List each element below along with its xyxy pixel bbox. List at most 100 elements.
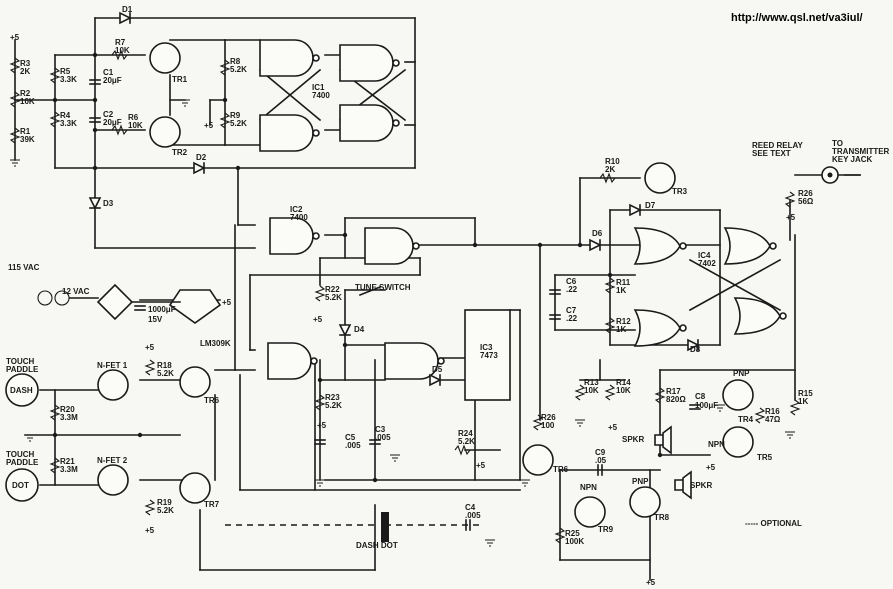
transformer-primary: [37, 290, 53, 306]
component-label: 10K: [128, 121, 143, 130]
power-supply: [37, 283, 222, 324]
c6-capacitor: [549, 289, 561, 295]
component-label: D3: [103, 199, 114, 208]
component-label: 1K: [616, 286, 626, 295]
component-label: R12: [616, 317, 631, 326]
paddles: [5, 373, 39, 502]
component-label: R3: [20, 59, 31, 68]
r2-resistor: [9, 91, 21, 108]
ic4-gate-b: [633, 309, 681, 347]
r7-resistor: [111, 49, 128, 61]
component-label: TUNE SWITCH: [355, 283, 411, 292]
component-label: TR4: [738, 415, 754, 424]
nfet1-transistor: [97, 369, 129, 401]
speakers: [654, 425, 692, 500]
source-url: http://www.qsl.net/va3iul/: [731, 12, 863, 24]
d7-diode: [629, 203, 642, 217]
tr2-transistor: [149, 116, 181, 148]
r9-resistor: [219, 112, 231, 129]
component-label: 20μF: [103, 118, 122, 127]
component-label: 7400: [312, 91, 330, 100]
component-label: IC2: [290, 205, 303, 214]
nfet2-transistor: [97, 464, 129, 496]
component-label: R5: [60, 67, 71, 76]
component-label: 3.3K: [60, 119, 77, 128]
component-label: IC3: [480, 343, 493, 352]
r26-resistor: [532, 414, 544, 431]
component-label: +5: [145, 343, 155, 352]
component-label: TOUCH: [6, 357, 35, 366]
component-label: R4: [60, 111, 71, 120]
ic4-gate-d: [733, 297, 781, 335]
component-label: 2K: [605, 165, 615, 174]
bridge-rectifier: [96, 283, 134, 321]
component-label: 7400: [290, 213, 308, 222]
ic1-gates: [259, 39, 400, 152]
component-label: 10K: [584, 386, 599, 395]
ic1-gate-a: [259, 39, 314, 77]
r26b-resistor: [784, 191, 796, 208]
r5-resistor: [49, 67, 61, 84]
r23-resistor: [314, 394, 326, 411]
component-label: R24: [458, 429, 473, 438]
component-label: 5.2K: [325, 401, 342, 410]
c7-capacitor: [549, 314, 561, 320]
ic2-gate-d: [384, 342, 439, 380]
r3-resistor: [9, 57, 21, 74]
component-label: 5.2K: [458, 437, 475, 446]
r17-resistor: [654, 387, 666, 404]
component-label: 100: [541, 421, 555, 430]
c9-capacitor: [597, 464, 603, 476]
r22-resistor: [314, 285, 326, 302]
r10-resistor: [599, 172, 616, 184]
component-label: TR9: [598, 525, 614, 534]
component-label: .22: [566, 285, 578, 294]
component-label: +5: [786, 213, 796, 222]
component-label: +5: [476, 461, 486, 470]
component-label: PNP: [733, 369, 750, 378]
component-label: DASH DOT: [356, 541, 398, 550]
component-label: PADDLE: [6, 365, 39, 374]
component-label: KEY JACK: [832, 155, 873, 164]
dash-dot-switch: [381, 512, 389, 542]
ic4-gate-c: [723, 227, 771, 265]
component-label: R22: [325, 285, 340, 294]
component-label: .005: [465, 511, 481, 520]
component-label: +5: [646, 578, 656, 587]
component-label: R16: [765, 407, 780, 416]
component-label: 7473: [480, 351, 498, 360]
tr8-transistor: [629, 486, 661, 518]
component-label: .05: [595, 456, 607, 465]
r18-resistor: [144, 359, 156, 376]
component-label: TR7: [204, 500, 220, 509]
r14-resistor: [604, 384, 616, 401]
sidetone-wiring: [539, 174, 861, 581]
r4-resistor: [49, 111, 61, 128]
component-label: +5: [317, 421, 327, 430]
component-label: N-FET 1: [97, 361, 128, 370]
component-label: 12 VAC: [62, 287, 90, 296]
component-label: +5: [706, 463, 716, 472]
tr5-transistor: [722, 426, 754, 458]
r16-resistor: [754, 407, 766, 424]
component-label: R10: [605, 157, 620, 166]
r8-resistor: [219, 59, 231, 76]
component-label: D5: [432, 365, 443, 374]
d6-diode: [589, 238, 602, 252]
component-label: R2: [20, 89, 31, 98]
component-label: SEE TEXT: [752, 149, 791, 158]
lm309k-regulator: [168, 289, 222, 324]
component-label: +5: [10, 33, 20, 42]
speaker-b: [674, 470, 692, 500]
component-label: 5.2K: [157, 369, 174, 378]
component-label: C8: [695, 392, 706, 401]
component-label: D4: [354, 325, 365, 334]
ic4-gate-a: [633, 227, 681, 265]
tr6b-transistor: [522, 444, 554, 476]
diodes: [88, 11, 700, 387]
dot-paddle: [5, 468, 39, 502]
component-label: TR6: [204, 396, 220, 405]
component-label: C3: [375, 425, 386, 434]
component-label: 3.3M: [60, 465, 78, 474]
